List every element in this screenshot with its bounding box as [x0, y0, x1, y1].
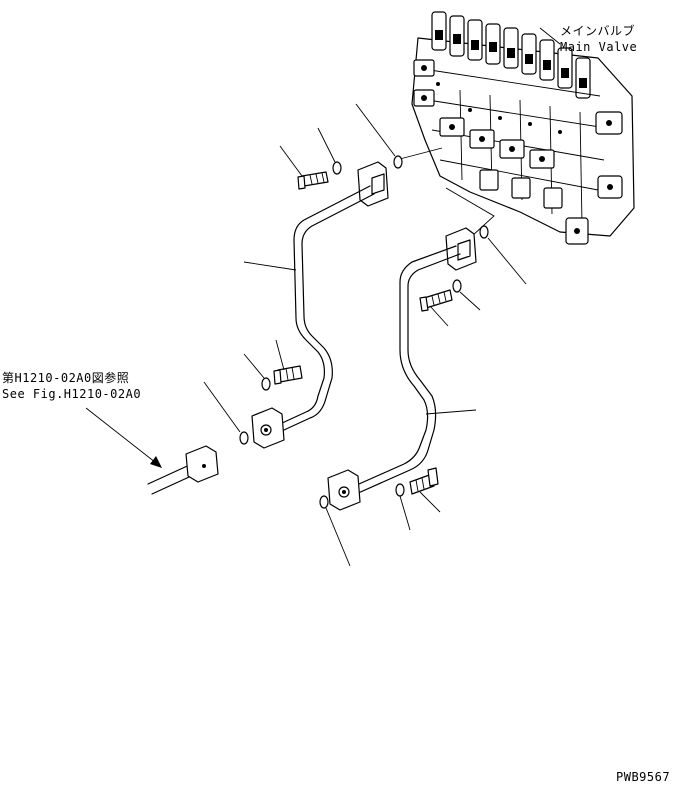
washer-icon	[452, 279, 462, 293]
reference-arrow	[85, 407, 161, 467]
o-ring-icon	[479, 225, 489, 239]
leader-line	[459, 291, 481, 311]
leader-line	[275, 339, 285, 371]
leader-line	[419, 491, 441, 513]
valve-label-leader	[539, 27, 561, 45]
washer-icon	[332, 161, 342, 175]
leader-line	[325, 507, 351, 567]
drawing-number: PWB9567	[616, 770, 671, 784]
bolt-icon	[297, 171, 329, 190]
leader-line	[243, 261, 297, 271]
leader-line	[243, 353, 265, 379]
bolt-icon	[273, 365, 303, 385]
pipe-upper-icon	[279, 185, 375, 431]
main-valve-label-jp: メインバルブ	[560, 24, 636, 38]
washer-icon	[261, 377, 271, 391]
reference-label-jp: 第H1210-02A0図参照	[2, 371, 130, 385]
o-ring-icon	[393, 155, 403, 169]
pipe-lower-icon	[349, 245, 461, 495]
main-valve-label-en: Main Valve	[560, 40, 638, 54]
reference-label-en: See Fig.H1210-02A0	[2, 387, 142, 401]
leader-line	[317, 127, 336, 163]
o-ring-icon	[319, 495, 329, 509]
lower-connection-line	[445, 187, 495, 237]
leader-line	[425, 409, 477, 415]
reference-pipe-icon	[147, 445, 219, 495]
upper-connection-line	[395, 147, 443, 161]
bolt-icon	[419, 289, 453, 312]
washer-icon	[395, 483, 405, 497]
o-ring-icon	[239, 431, 249, 445]
main-valve-icon	[411, 11, 635, 245]
bolt-icon	[409, 467, 439, 495]
leader-line	[355, 103, 396, 157]
leader-line	[279, 145, 303, 177]
leader-line	[487, 237, 527, 285]
leader-line	[203, 381, 241, 433]
leader-line	[399, 495, 411, 531]
leader-line	[429, 305, 449, 327]
